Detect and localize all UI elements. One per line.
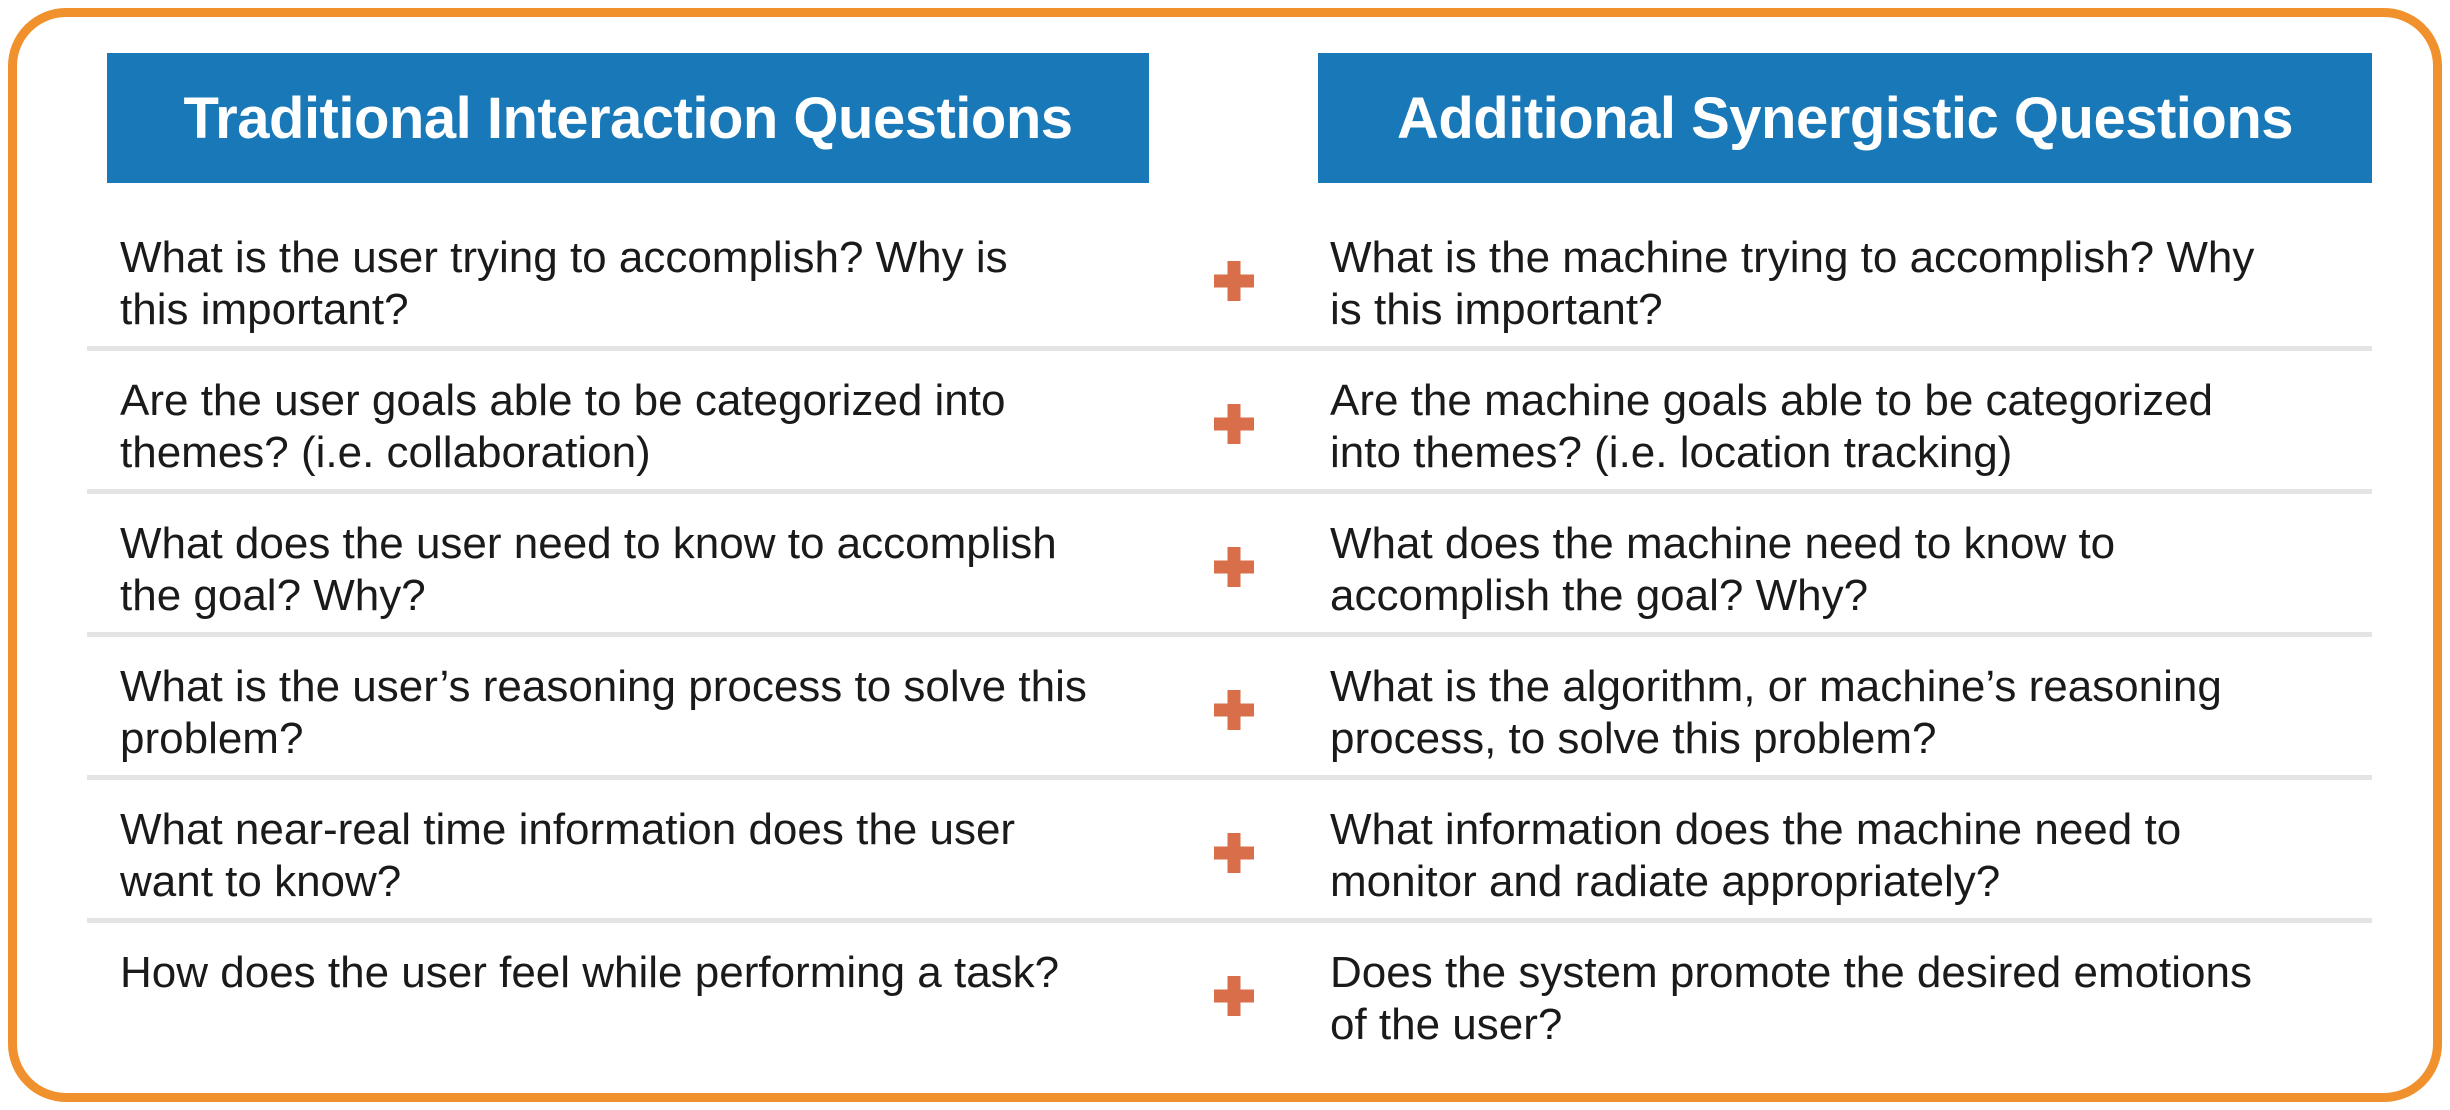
column-header-traditional: Traditional Interaction Questions — [107, 53, 1149, 183]
questions-table: What is the user trying to accomplish? W… — [87, 208, 2372, 1061]
synergistic-question-cell: What is the machine trying to accomplish… — [1330, 233, 2255, 334]
plus-cell — [1149, 494, 1318, 632]
synergistic-question-cell: What is the algorithm, or machine’s reas… — [1330, 662, 2222, 763]
plus-cell — [1149, 923, 1318, 1061]
plus-icon — [1214, 690, 1254, 730]
synergistic-question-cell: What does the machine need to know to ac… — [1330, 519, 2116, 620]
traditional-question-cell: What near-real time information does the… — [120, 805, 1016, 906]
table-row: What near-real time information does the… — [87, 780, 2372, 923]
plus-icon — [1214, 833, 1254, 873]
traditional-question-cell: How does the user feel while performing … — [120, 948, 1060, 997]
table-row: What is the user’s reasoning process to … — [87, 637, 2372, 780]
plus-icon — [1214, 547, 1254, 587]
plus-icon — [1214, 404, 1254, 444]
column-header-synergistic: Additional Synergistic Questions — [1318, 53, 2372, 183]
plus-cell — [1149, 637, 1318, 775]
table-row: What does the user need to know to accom… — [87, 494, 2372, 637]
traditional-question-cell: What is the user’s reasoning process to … — [120, 662, 1087, 763]
traditional-question-cell: Are the user goals able to be categorize… — [120, 376, 1006, 477]
synergistic-question-cell: Are the machine goals able to be categor… — [1330, 376, 2214, 477]
plus-icon — [1214, 976, 1254, 1016]
plus-cell — [1149, 351, 1318, 489]
synergistic-question-cell: Does the system promote the desired emot… — [1330, 948, 2253, 1049]
traditional-question-cell: What does the user need to know to accom… — [120, 519, 1057, 620]
table-row: How does the user feel while performing … — [87, 923, 2372, 1061]
table-row: What is the user trying to accomplish? W… — [87, 208, 2372, 351]
table-row: Are the user goals able to be categorize… — [87, 351, 2372, 494]
plus-icon — [1214, 261, 1254, 301]
traditional-question-cell: What is the user trying to accomplish? W… — [120, 233, 1008, 334]
plus-cell — [1149, 780, 1318, 918]
plus-cell — [1149, 208, 1318, 346]
synergistic-question-cell: What information does the machine need t… — [1330, 805, 2182, 906]
